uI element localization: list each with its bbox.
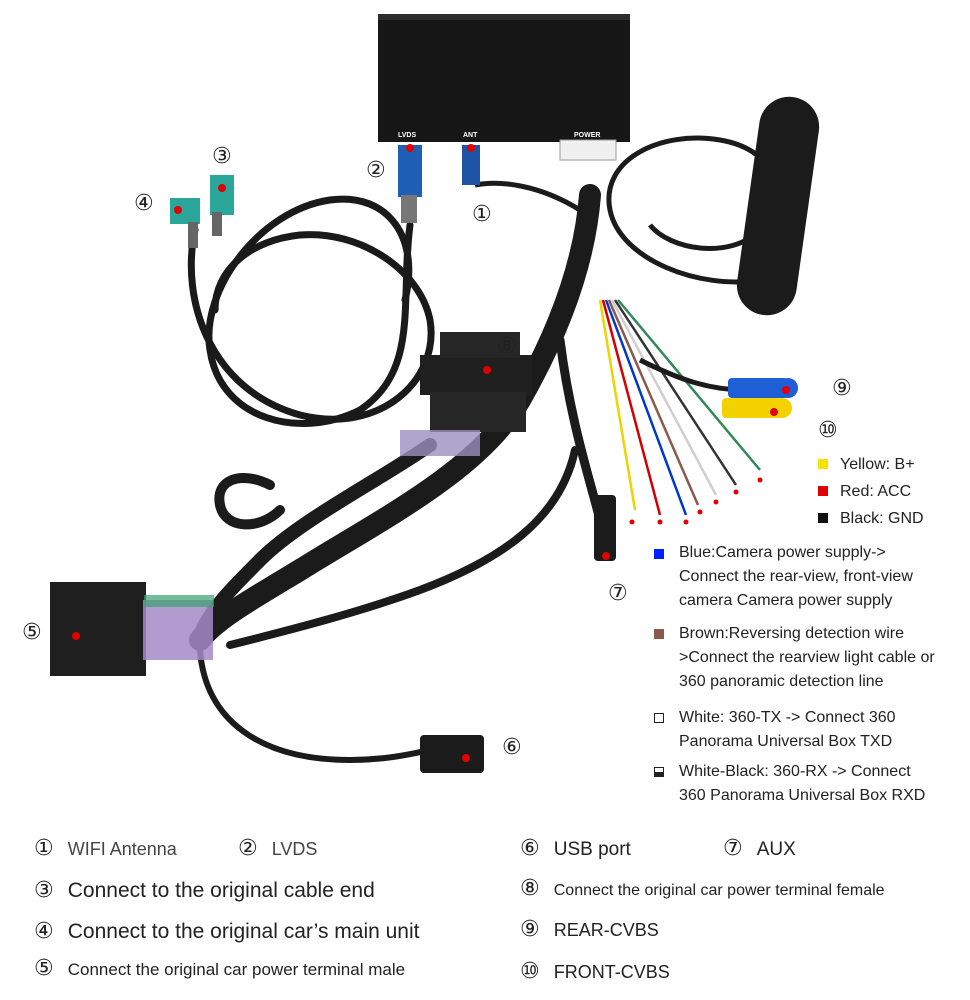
- footer-text-5: Connect the original car power terminal …: [67, 960, 406, 979]
- footer-num-7: ⑦: [723, 836, 743, 861]
- legend-yellow-text: Yellow: B+: [840, 456, 915, 473]
- white-line-2: Panorama Universal Box TXD: [679, 733, 893, 750]
- footer-item-7: ⑦ AUX: [723, 836, 796, 861]
- white-line-1: White: 360-TX -> Connect 360: [679, 709, 896, 726]
- footer-item-3: ③ Connect to the original cable end: [34, 878, 375, 903]
- callout-6: ⑥: [502, 735, 522, 760]
- rca-blue-plug: [728, 378, 788, 398]
- footer-num-9: ⑨: [520, 917, 540, 942]
- footer-text-6: USB port: [553, 839, 631, 860]
- main-box: [378, 14, 630, 142]
- power-terminal-male: [50, 582, 146, 676]
- power-port-label: POWER: [574, 132, 600, 139]
- footer-text-2: LVDS: [271, 839, 318, 859]
- rca-yellow-plug: [722, 398, 782, 418]
- footer-item-5: ⑤ Connect the original car power terminal…: [34, 956, 405, 981]
- callout-7: ⑦: [608, 581, 628, 606]
- wifi-antenna: [736, 96, 820, 316]
- callout-2: ②: [366, 158, 386, 183]
- footer-text-1: WIFI Antenna: [67, 839, 177, 859]
- footer-text-10: FRONT-CVBS: [553, 962, 670, 982]
- brown-line-1: Brown:Reversing detection wire: [679, 625, 904, 642]
- footer-num-4: ④: [34, 919, 54, 944]
- footer-item-2: ② LVDS: [238, 836, 317, 861]
- red-swatch: [818, 486, 828, 496]
- aux-plug: [594, 495, 616, 561]
- callout-3: ③: [212, 144, 232, 169]
- footer-num-3: ③: [34, 878, 54, 903]
- brown-line-3: 360 panoramic detection line: [679, 673, 884, 690]
- white-wire-desc: White: 360-TX -> Connect 360 Panorama Un…: [679, 706, 896, 754]
- footer-item-4: ④ Connect to the original car’s main unit: [34, 919, 419, 944]
- white-black-wire-desc: White-Black: 360-RX -> Connect 360 Panor…: [679, 760, 925, 808]
- white-black-swatch: [654, 767, 664, 777]
- blue-swatch: [654, 549, 664, 559]
- blue-line-3: camera Camera power supply: [679, 592, 893, 609]
- power-connector: [559, 139, 617, 161]
- blue-line-1: Blue:Camera power supply->: [679, 544, 886, 561]
- product-photo: LVDS ANT POWER: [50, 14, 820, 773]
- footer-num-2: ②: [238, 836, 258, 861]
- callout-10: ⑩: [818, 418, 838, 443]
- legend-black-text: Black: GND: [840, 510, 924, 527]
- ant-cable: [474, 180, 582, 213]
- wiring-harness: [189, 184, 605, 764]
- footer-num-10: ⑩: [520, 959, 540, 984]
- footer-item-8: ⑧ Connect the original car power terminal…: [520, 876, 885, 901]
- usb-plug: [420, 735, 484, 773]
- footer-item-10: ⑩ FRONT-CVBS: [520, 959, 670, 984]
- footer-text-3: Connect to the original cable end: [67, 879, 375, 902]
- legend-yellow: Yellow: B+: [818, 453, 915, 477]
- footer-num-6: ⑥: [520, 836, 540, 861]
- coax-cable-loops: [187, 195, 435, 427]
- power-terminal-female: [420, 355, 532, 395]
- blue-line-2: Connect the rear-view, front-view: [679, 568, 913, 585]
- brown-swatch: [654, 629, 664, 639]
- footer-text-4: Connect to the original car’s main unit: [67, 920, 420, 943]
- white-black-line-2: 360 Panorama Universal Box RXD: [679, 787, 926, 804]
- brown-line-2: >Connect the rearview light cable or: [679, 649, 935, 666]
- white-swatch: [654, 713, 664, 723]
- ant-port-label: ANT: [463, 132, 478, 139]
- footer-text-8: Connect the original car power terminal …: [553, 882, 885, 899]
- footer-text-9: REAR-CVBS: [553, 920, 659, 940]
- callout-4: ④: [134, 191, 154, 216]
- legend-black: Black: GND: [818, 507, 924, 531]
- red-markers: [72, 144, 790, 762]
- colored-wires: [598, 299, 761, 516]
- footer-text-7: AUX: [756, 839, 796, 860]
- callout-9: ⑨: [832, 376, 852, 401]
- footer-item-9: ⑨ REAR-CVBS: [520, 917, 659, 942]
- antenna-cable: [606, 135, 779, 285]
- callout-1: ①: [472, 202, 492, 227]
- brown-wire-desc: Brown:Reversing detection wire >Connect …: [679, 622, 935, 694]
- lvds-connector: [398, 145, 422, 197]
- footer-num-8: ⑧: [520, 876, 540, 901]
- white-black-line-1: White-Black: 360-RX -> Connect: [679, 763, 911, 780]
- ant-connector: [462, 145, 480, 185]
- footer-num-1: ①: [34, 836, 54, 861]
- footer-item-1: ① WIFI Antenna: [34, 836, 177, 861]
- callout-8: ⑧: [497, 334, 517, 359]
- callout-5: ⑤: [22, 620, 42, 645]
- legend-red: Red: ACC: [818, 480, 911, 504]
- blue-wire-desc: Blue:Camera power supply-> Connect the r…: [679, 541, 913, 613]
- footer-item-6: ⑥ USB port: [520, 836, 631, 861]
- teal-connector-3: [210, 175, 234, 215]
- lvds-port-label: LVDS: [398, 132, 416, 139]
- legend-red-text: Red: ACC: [840, 483, 912, 500]
- footer-num-5: ⑤: [34, 956, 54, 981]
- yellow-swatch: [818, 459, 828, 469]
- black-swatch: [818, 513, 828, 523]
